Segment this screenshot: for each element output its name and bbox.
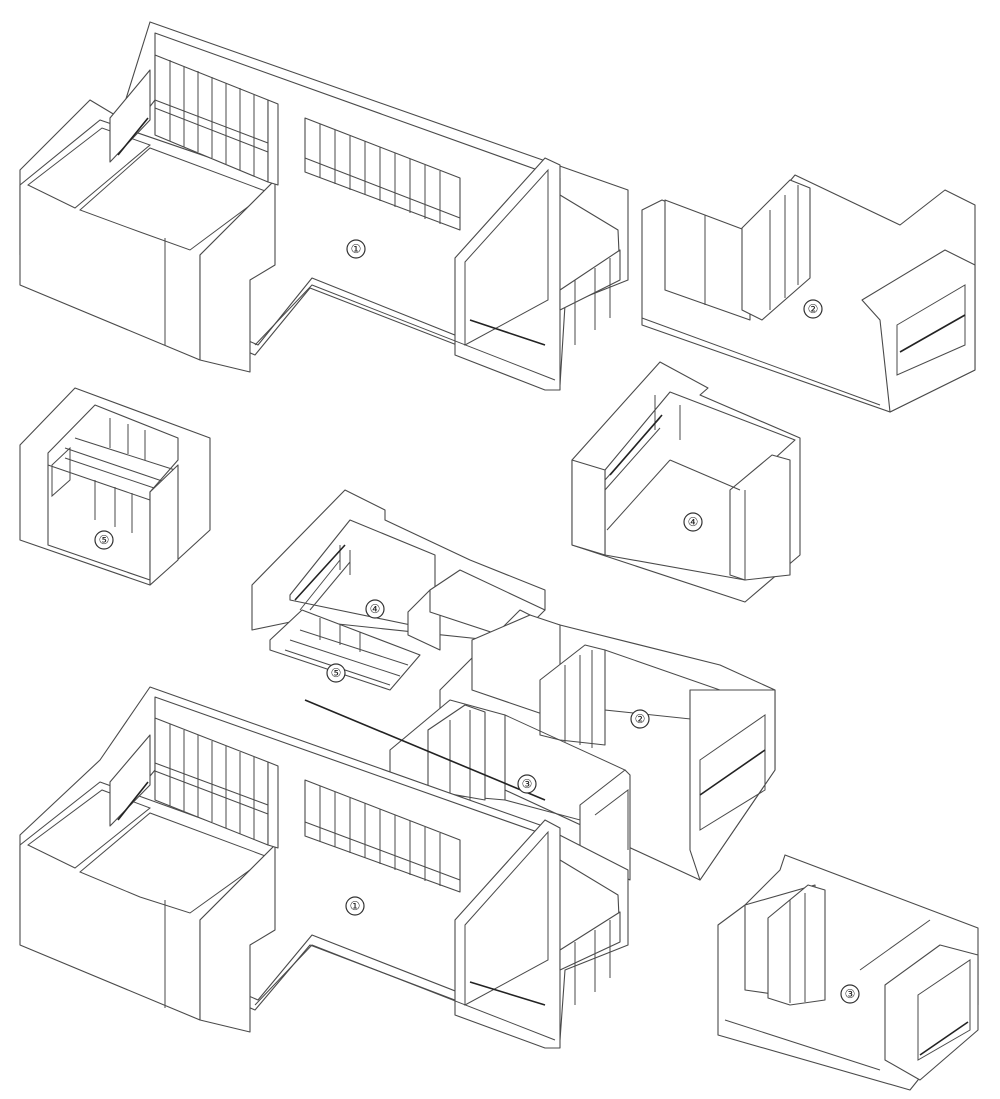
svg-text:⑤: ⑤ <box>331 666 342 680</box>
assembled-floor-plan <box>19 489 776 1049</box>
svg-text:④: ④ <box>370 602 381 616</box>
svg-text:①: ① <box>351 242 362 256</box>
living-room-top-view <box>19 21 629 391</box>
room-5-isolated-view <box>19 387 211 586</box>
svg-text:②: ② <box>635 712 646 726</box>
svg-text:④: ④ <box>688 515 699 529</box>
label-room-5-isolated: ⑤ <box>94 530 114 550</box>
label-assembled-room-3: ③ <box>517 774 537 794</box>
svg-text:②: ② <box>808 302 819 316</box>
label-assembled-room-4: ④ <box>365 599 385 619</box>
label-room-3-isolated: ③ <box>840 984 860 1004</box>
label-assembled-room-2: ② <box>630 709 650 729</box>
svg-text:⑤: ⑤ <box>99 533 110 547</box>
label-room-4-isolated: ④ <box>683 512 703 532</box>
svg-text:①: ① <box>350 899 361 913</box>
svg-text:③: ③ <box>522 777 533 791</box>
label-living-room-top: ① <box>346 239 366 259</box>
label-assembled-room-5: ⑤ <box>326 663 346 683</box>
label-assembled-room-1: ① <box>345 896 365 916</box>
svg-text:③: ③ <box>845 987 856 1001</box>
room-2-isolated-view <box>641 174 976 413</box>
label-room-2-isolated: ② <box>803 299 823 319</box>
room-3-isolated-view <box>717 854 979 1091</box>
room-4-isolated-view <box>571 361 801 603</box>
